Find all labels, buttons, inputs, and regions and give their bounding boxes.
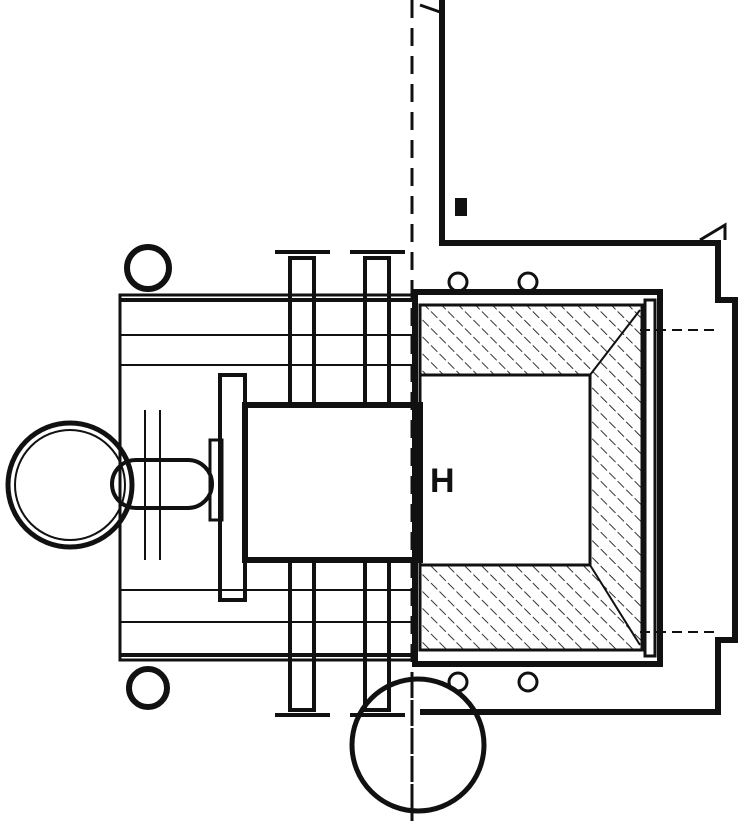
top-left-roller: [124, 244, 172, 292]
bolt-circles: [447, 271, 539, 693]
left-handle-ring: [5, 420, 214, 550]
bottom-pipes: [275, 558, 405, 717]
refractory-lining: [418, 303, 644, 652]
left-body: [118, 293, 417, 662]
bottom-left-roller: [126, 666, 170, 710]
central-chamber: [242, 402, 423, 563]
top-pipes: [275, 250, 405, 408]
label-h: H: [430, 462, 455, 500]
flue-pipe: [419, 0, 738, 715]
bottom-wheel: [349, 676, 487, 814]
